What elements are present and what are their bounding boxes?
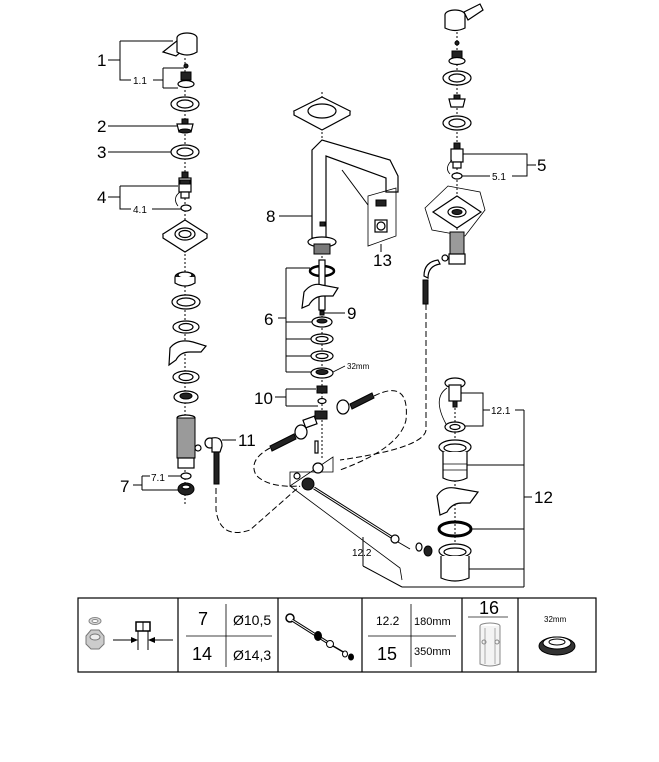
tee-connector xyxy=(269,392,375,454)
size-value-7: Ø10,5 xyxy=(233,612,271,628)
mounting-nut-icon xyxy=(538,636,576,656)
left-tab-ring xyxy=(171,294,201,310)
spec-cell-tools xyxy=(85,617,173,650)
spec-table: 7 Ø10,5 14 Ø14,3 12.2 180mm 15 350mm xyxy=(77,597,597,673)
pop-up-linkage xyxy=(289,456,433,581)
nut-size-label: 32mm xyxy=(544,615,567,624)
callout-5: 5 xyxy=(537,156,546,175)
drain-assembly xyxy=(436,377,480,582)
drain-body xyxy=(438,543,472,582)
length-part-12-2: 12.2 xyxy=(376,614,400,628)
spout-assembly xyxy=(215,92,433,581)
callout-7: 7 xyxy=(120,477,129,496)
callout-6: 6 xyxy=(264,310,273,329)
left-square-plate xyxy=(161,219,209,253)
left-screw xyxy=(183,63,189,69)
spec-cell-lengths: 12.2 180mm 15 350mm xyxy=(368,604,456,667)
callout-labels: 1 1.1 2 3 4 4.1 5 5.1 6 7 7.1 8 9 10 11 … xyxy=(97,51,553,559)
callout-5-1: 5.1 xyxy=(492,172,506,183)
right-hose-route xyxy=(339,390,407,471)
callout-10: 10 xyxy=(254,389,273,408)
callout-12: 12 xyxy=(534,488,553,507)
callout-2: 2 xyxy=(97,117,106,136)
left-valve-body xyxy=(176,414,202,469)
left-ring-b xyxy=(172,370,200,384)
callout-3: 3 xyxy=(97,143,106,162)
left-valve-assembly xyxy=(161,32,223,505)
spout-washer-stack xyxy=(310,316,334,379)
washer-icon xyxy=(88,617,102,625)
size-note-32mm: 32mm xyxy=(347,362,370,371)
left-adapter xyxy=(177,71,195,89)
spout-cover-plate xyxy=(292,96,352,131)
callout-8: 8 xyxy=(266,207,275,226)
callout-11: 11 xyxy=(238,431,256,450)
length-value-15: 350mm xyxy=(414,646,451,658)
callout-leaders xyxy=(108,40,536,588)
spec-table-border xyxy=(77,597,597,673)
left-small-washer xyxy=(180,472,192,480)
cartridge-tool-icon xyxy=(479,622,501,667)
spout-deck-section xyxy=(301,283,339,309)
drain-flange xyxy=(438,439,472,482)
spout-nut xyxy=(316,385,328,405)
left-hose xyxy=(204,437,223,485)
spout xyxy=(307,139,399,255)
length-value-12-2: 180mm xyxy=(414,616,451,628)
size-value-14: Ø14,3 xyxy=(233,647,271,663)
right-valve-assembly xyxy=(422,3,486,305)
callout-1-1: 1.1 xyxy=(133,76,147,87)
callout-9: 9 xyxy=(347,304,356,323)
callout-12-2: 12.2 xyxy=(352,548,372,559)
aerator-detail xyxy=(341,169,397,247)
right-cartridge xyxy=(447,142,464,180)
left-lever-handle xyxy=(161,32,198,57)
size-part-14: 14 xyxy=(192,644,212,664)
pop-up-rod-icon xyxy=(285,613,354,661)
wrench-width-icon xyxy=(113,621,173,650)
right-screw xyxy=(454,40,460,46)
spec-cell-sizes: 7 Ø10,5 14 Ø14,3 xyxy=(186,604,272,667)
callout-4-1: 4.1 xyxy=(133,205,147,216)
drain-deck-section xyxy=(436,487,480,516)
right-ring-3 xyxy=(442,115,472,131)
left-nut xyxy=(174,271,196,287)
left-ring-3 xyxy=(170,144,200,160)
right-part-2 xyxy=(448,94,466,108)
tool-part-16: 16 xyxy=(479,598,499,618)
callout-4: 4 xyxy=(97,188,106,207)
left-supply-route xyxy=(215,485,301,533)
spec-cell-tool-16: 16 xyxy=(468,598,508,667)
left-part-2 xyxy=(176,118,194,134)
callout-12-1: 12.1 xyxy=(491,406,511,417)
right-supply-route xyxy=(339,304,427,461)
callout-13: 13 xyxy=(373,251,392,270)
size-part-7: 7 xyxy=(198,609,208,629)
callout-1: 1 xyxy=(97,51,106,70)
right-ring-1 xyxy=(442,70,472,86)
right-adapter xyxy=(448,50,466,66)
right-lever-handle xyxy=(444,3,484,32)
left-cartridge xyxy=(175,171,192,212)
pop-up-stopper xyxy=(438,377,466,433)
left-ring-a xyxy=(172,320,200,334)
nut-icon xyxy=(85,629,105,650)
spec-cell-mounting-nut: 32mm xyxy=(538,615,576,656)
left-union-nut xyxy=(177,482,195,496)
right-hose xyxy=(422,259,441,305)
spout-screw xyxy=(319,310,325,316)
left-ring-1 xyxy=(170,96,200,112)
left-deck-section xyxy=(168,340,208,367)
left-hose-route xyxy=(253,447,301,487)
right-mount-plate xyxy=(424,185,486,265)
callout-7-1: 7.1 xyxy=(151,473,165,484)
length-part-15: 15 xyxy=(377,644,397,664)
left-washer xyxy=(173,390,199,404)
